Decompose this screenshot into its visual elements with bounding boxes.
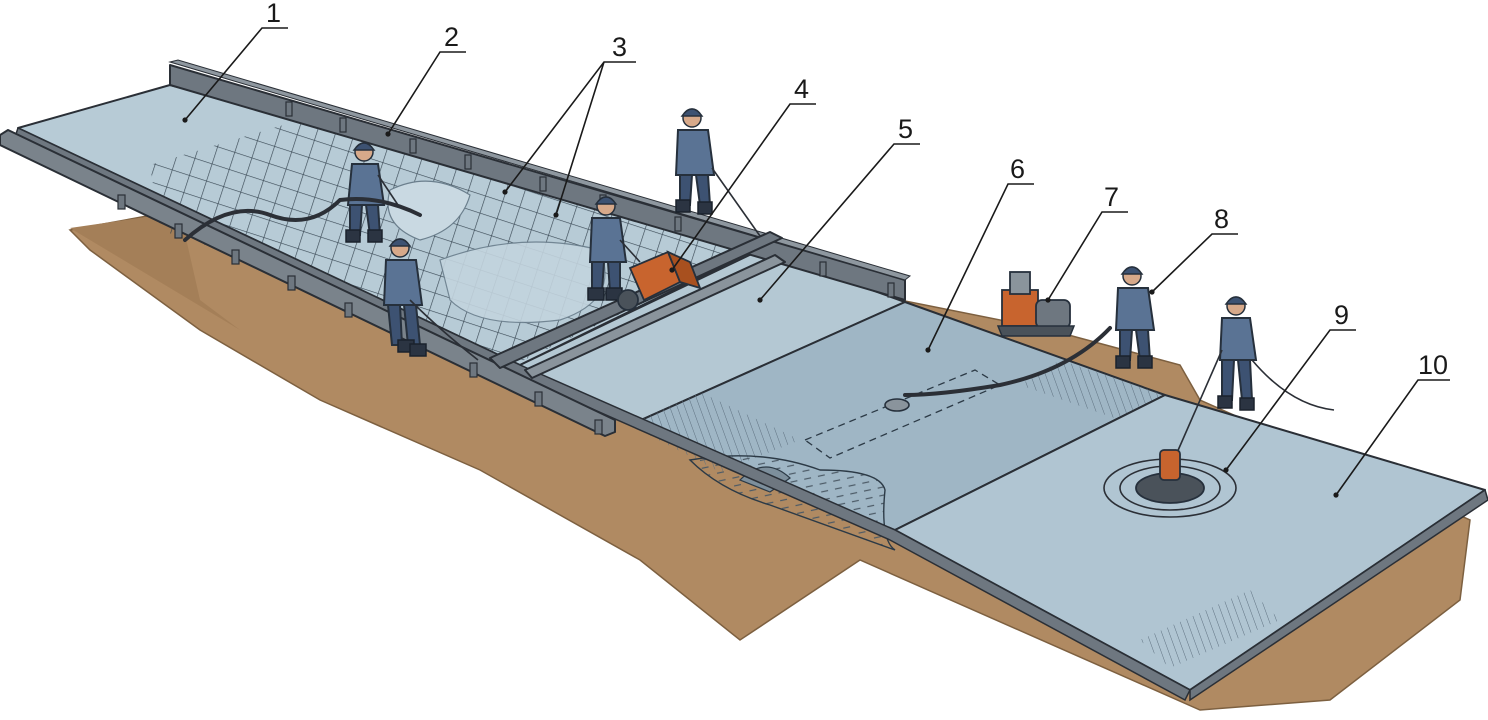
slab-right-edge <box>1189 488 1488 702</box>
hatch-band-3 <box>1140 590 1280 668</box>
concrete-hose-1 <box>183 197 422 242</box>
vibrating-screed-icon <box>617 239 702 311</box>
screed-pull-rope <box>711 167 761 237</box>
vacuum-hose <box>903 326 1112 397</box>
callout-3: 3 <box>612 32 627 62</box>
fresh-concrete-spread <box>439 241 606 324</box>
callout-10: 10 <box>1418 350 1448 380</box>
vacuum-connector <box>884 398 910 412</box>
worker-trowel-operator <box>1217 296 1258 411</box>
worker-vacuum-operator <box>1114 266 1156 369</box>
worker-concrete-placer <box>345 142 399 243</box>
trowel-handle <box>1175 349 1223 456</box>
formwork-stakes-front <box>117 194 603 435</box>
callout-7: 7 <box>1104 182 1119 212</box>
callout-9: 9 <box>1334 300 1349 330</box>
worker-screed-puller <box>674 108 716 215</box>
ground-left-bump <box>70 212 240 330</box>
callout-1: 1 <box>266 0 281 28</box>
formwork-rail-front <box>0 129 616 437</box>
hard-hat-icon <box>352 142 376 151</box>
vacuum-pump-icon <box>996 271 1076 337</box>
callout-8: 8 <box>1214 204 1229 234</box>
callout-2: 2 <box>444 22 459 52</box>
callout-leaders <box>182 27 1450 498</box>
hatch-band-2 <box>1020 360 1165 420</box>
worker-vibrator-operator <box>382 238 427 357</box>
fresh-concrete-patch <box>387 180 471 241</box>
formwork-rail-back <box>169 64 906 301</box>
trowel-cable <box>1251 359 1335 411</box>
hatch-band-1 <box>630 392 800 472</box>
callout-6: 6 <box>1010 154 1025 184</box>
screed-beam-2 <box>524 254 786 379</box>
worker-screed-operator <box>587 196 628 301</box>
callout-4: 4 <box>794 74 809 104</box>
formwork-rail-back-top <box>168 59 912 281</box>
callout-5: 5 <box>898 114 913 144</box>
vibrator-cable <box>409 299 479 361</box>
power-trowel-icon <box>1103 449 1237 518</box>
